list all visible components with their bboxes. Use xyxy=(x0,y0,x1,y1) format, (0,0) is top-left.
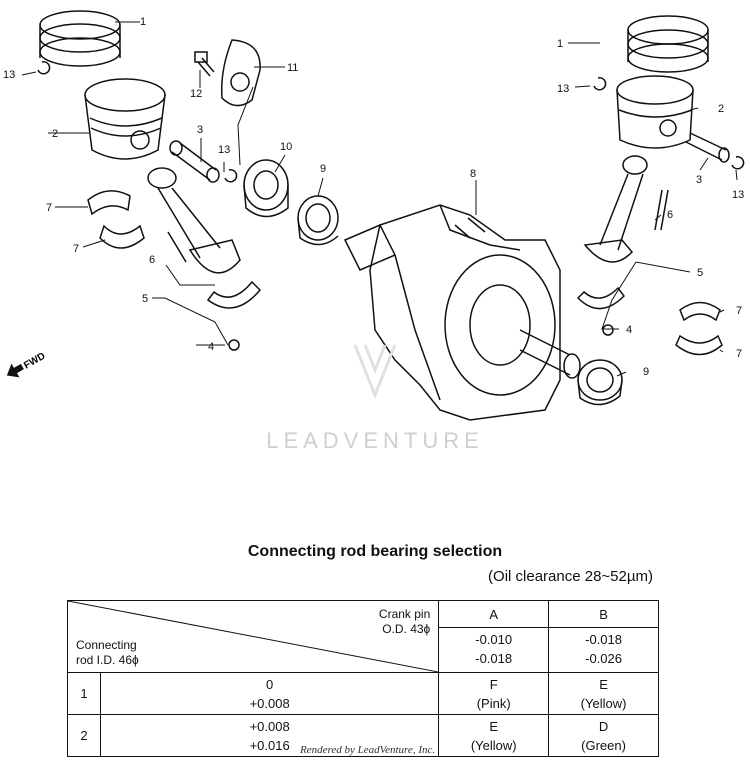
watermark: LEADVENTURE xyxy=(266,344,484,453)
callout-8: 8 xyxy=(470,168,476,180)
row-1-col-b: E (Yellow) xyxy=(548,672,659,715)
piston-left xyxy=(84,78,166,160)
callout-12: 12 xyxy=(190,88,202,100)
callout-13-right: 13 xyxy=(732,189,744,201)
piston-rings-right xyxy=(627,15,709,73)
column-a-header: A -0.010 -0.018 xyxy=(438,600,550,673)
connecting-rod-left xyxy=(147,167,262,351)
fwd-indicator: FWD xyxy=(6,351,47,378)
fwd-label: FWD xyxy=(22,351,47,372)
rod-id-label: Connecting rod I.D. 46ϕ xyxy=(76,638,139,667)
column-a-range-1: -0.010 xyxy=(475,632,513,647)
row-2-range: +0.008 +0.016 xyxy=(99,714,440,757)
table-title: Connecting rod bearing selection xyxy=(247,543,503,560)
callout-4-right: 4 xyxy=(626,324,632,336)
crankshaft-piston-exploded-diagram: 1 13 2 3 13 12 11 10 9 8 7 7 6 5 4 1 13 … xyxy=(3,10,745,453)
column-b-code: B xyxy=(549,603,658,628)
column-b-header: B -0.018 -0.026 xyxy=(548,600,659,673)
callout-2-right: 2 xyxy=(718,103,724,115)
main-bearing-right xyxy=(577,359,623,406)
row-1-code: 1 xyxy=(67,672,101,715)
column-a-range-2: -0.018 xyxy=(475,651,513,666)
oil-clearance-note: (Oil clearance 28~52µm) xyxy=(488,568,653,585)
header-corner-cell: Crank pin O.D. 43ϕ Connecting rod I.D. 4… xyxy=(66,600,440,673)
callout-7-upper-right: 7 xyxy=(736,305,742,317)
callout-9-left: 9 xyxy=(320,163,326,175)
piston-right xyxy=(616,75,694,149)
watermark-text: LEADVENTURE xyxy=(266,428,484,453)
bearing-selection-table: Crank pin O.D. 43ϕ Connecting rod I.D. 4… xyxy=(66,600,659,757)
table-row: 1 0 +0.008 F (Pink) E (Yellow) xyxy=(67,672,659,715)
callout-5-right: 5 xyxy=(697,267,703,279)
callout-7-upper-left: 7 xyxy=(46,202,52,214)
callout-13-mid: 13 xyxy=(218,144,230,156)
piston-pin-right xyxy=(685,132,730,163)
connecting-rod-right xyxy=(576,155,669,336)
callout-6-left: 6 xyxy=(149,254,155,266)
main-bearing-left xyxy=(297,195,339,246)
crank-pin-label: Crank pin O.D. 43ϕ xyxy=(378,607,431,636)
callout-6-right: 6 xyxy=(667,209,673,221)
rendered-by-footer: Rendered by LeadVenture, Inc. xyxy=(300,744,436,756)
callout-10: 10 xyxy=(280,141,292,153)
callout-4-left: 4 xyxy=(208,341,214,353)
piston-pin-left xyxy=(169,140,220,183)
column-b-range-2: -0.026 xyxy=(585,651,622,666)
clip-left-2 xyxy=(224,169,238,183)
callout-2-left: 2 xyxy=(52,128,58,140)
crankshaft xyxy=(343,204,581,421)
callout-1-right: 1 xyxy=(557,38,563,50)
clip-right xyxy=(593,77,607,91)
callout-11: 11 xyxy=(287,62,298,74)
row-2-col-a: E (Yellow) xyxy=(438,714,550,757)
column-b-range-1: -0.018 xyxy=(585,632,622,647)
callout-13-right-top: 13 xyxy=(557,83,569,95)
clip-right-2 xyxy=(731,156,745,170)
clip-left xyxy=(37,61,51,75)
callout-1-left: 1 xyxy=(140,16,146,28)
bearing-shells-right xyxy=(675,301,723,356)
row-1-range: 0 +0.008 xyxy=(99,672,440,715)
piston-rings-left xyxy=(39,10,121,67)
callout-7-lower-right: 7 xyxy=(736,348,742,360)
column-a-code: A xyxy=(439,603,549,628)
callout-5-left: 5 xyxy=(142,293,148,305)
table-row: 2 +0.008 +0.016 E (Yellow) D (Green) xyxy=(67,714,659,757)
row-2-code: 2 xyxy=(67,714,101,757)
bearing-shells-left xyxy=(87,190,145,249)
callout-3-left: 3 xyxy=(197,124,203,136)
callout-9-right: 9 xyxy=(643,366,649,378)
callout-13-left: 13 xyxy=(3,69,15,81)
row-1-col-a: F (Pink) xyxy=(438,672,550,715)
callout-3-right: 3 xyxy=(696,174,702,186)
callout-7-lower-left: 7 xyxy=(73,243,79,255)
header-diagonal-line xyxy=(68,601,438,672)
bolt-and-plate xyxy=(194,39,261,107)
row-2-col-b: D (Green) xyxy=(548,714,659,757)
timing-gear xyxy=(243,159,289,218)
